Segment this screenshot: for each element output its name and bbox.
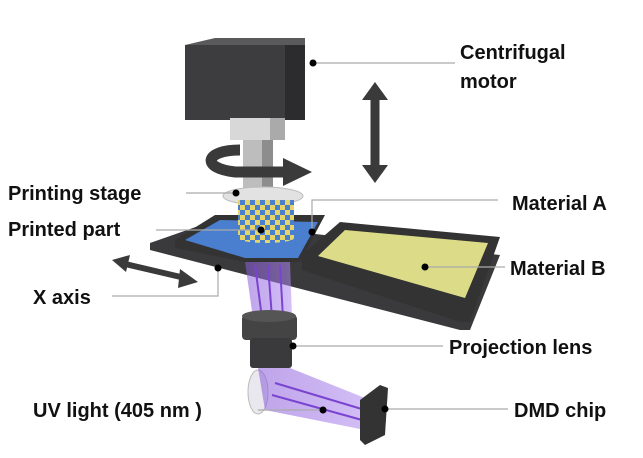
label-printed-part: Printed part <box>8 219 121 241</box>
label-centrifugal-motor: Centrifugal motor <box>460 41 566 94</box>
centrifugal-motor <box>185 38 305 120</box>
label-motor-line2: motor <box>460 71 517 93</box>
motor-shaft <box>230 118 285 190</box>
uv-beam-vertical <box>245 262 292 319</box>
leader-lines <box>112 62 508 411</box>
dmd-chip <box>360 385 388 445</box>
rotation-arrow-icon <box>205 144 312 186</box>
label-uv-light: UV light (405 nm ) <box>33 400 202 422</box>
uv-beam-horizontal <box>247 368 370 430</box>
x-axis-arrow-icon <box>112 255 198 288</box>
label-dmd-chip: DMD chip <box>514 400 607 422</box>
label-x-axis: X axis <box>33 287 91 309</box>
leader-dots <box>214 59 429 414</box>
vertical-movement-arrow-icon <box>362 82 388 183</box>
label-printing-stage: Printing stage <box>8 183 142 205</box>
label-material-a: Material A <box>512 193 607 215</box>
label-material-b: Material B <box>510 258 606 280</box>
printed-part <box>238 200 294 243</box>
label-centrifugal-line1: Centrifugal <box>460 42 566 64</box>
material-b-vat <box>302 222 500 322</box>
label-projection-lens: Projection lens <box>449 337 593 359</box>
projection-lens <box>242 310 297 368</box>
